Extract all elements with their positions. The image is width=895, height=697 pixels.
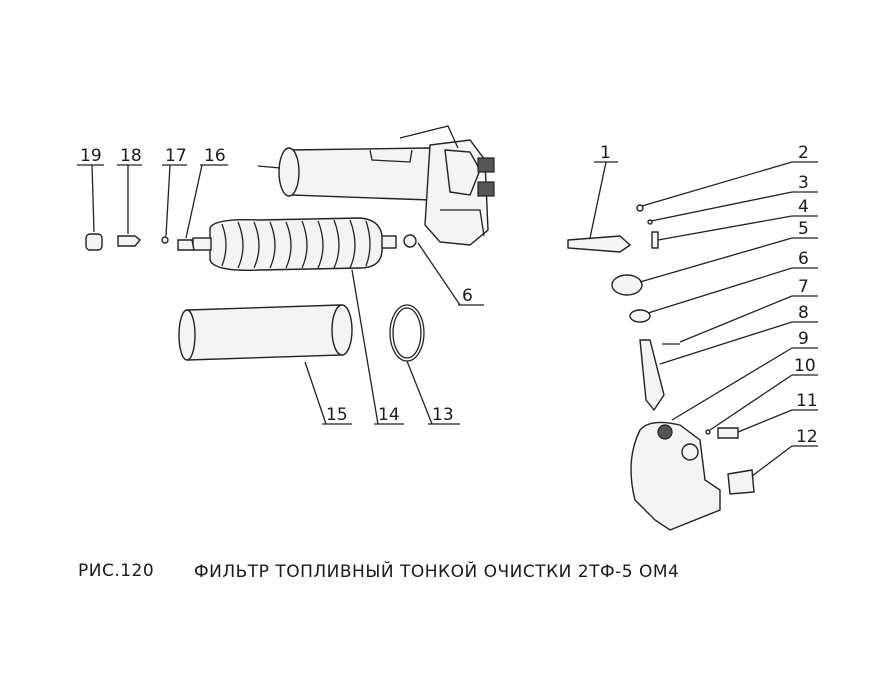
- figure-caption: РИС.120 ФИЛЬТР ТОПЛИВНЫЙ ТОНКОЙ ОЧИСТКИ …: [78, 560, 679, 582]
- callout-12: 12: [796, 427, 818, 447]
- part-6-ring: [403, 234, 417, 248]
- part-6-washer: [629, 309, 651, 323]
- callout-13: 13: [432, 405, 454, 425]
- callout-1: 1: [600, 143, 611, 163]
- callout-7: 7: [798, 277, 809, 297]
- part-2: [636, 204, 644, 212]
- part-9-housing-head: [630, 421, 721, 531]
- callout-6-right: 6: [798, 249, 809, 269]
- callout-5: 5: [798, 219, 809, 239]
- callout-3: 3: [798, 173, 809, 193]
- callout-6-left: 6: [462, 286, 473, 306]
- leader-lines: [77, 161, 818, 477]
- right-parts: [567, 204, 755, 531]
- small-fittings-left: [85, 233, 195, 251]
- callout-11: 11: [796, 391, 818, 411]
- callout-16: 16: [204, 146, 226, 166]
- part-17-washer: [161, 236, 169, 244]
- part-11-screw: [717, 427, 739, 439]
- part-8-valve: [639, 339, 665, 412]
- part-5-plate: [611, 274, 643, 296]
- callout-4: 4: [798, 197, 809, 217]
- callout-18: 18: [120, 146, 142, 166]
- figure-title: ФИЛЬТР ТОПЛИВНЫЙ ТОНКОЙ ОЧИСТКИ 2ТФ-5 ОМ…: [194, 560, 679, 582]
- assembled-filter: [257, 125, 495, 246]
- part-12-fitting: [727, 469, 755, 495]
- callout-2: 2: [798, 143, 809, 163]
- callout-9: 9: [798, 329, 809, 349]
- callout-17: 17: [165, 146, 187, 166]
- callout-19: 19: [80, 146, 102, 166]
- callout-15: 15: [326, 405, 348, 425]
- part-1-lever: [567, 235, 632, 253]
- part-16-bolt: [177, 239, 195, 251]
- callout-14: 14: [378, 405, 400, 425]
- part-4-pin: [651, 231, 659, 249]
- gasket-ring: [389, 304, 425, 362]
- left-callout-labels: 19 18 17 16 6 15 14 13: [80, 146, 473, 425]
- right-callout-labels: 1 2 3 4 5 6 7 8 9 10 11 12: [600, 143, 818, 447]
- figure-number: РИС.120: [78, 561, 154, 581]
- housing-cup: [178, 304, 353, 361]
- callout-8: 8: [798, 303, 809, 323]
- part-19-cap: [85, 233, 103, 251]
- callout-10: 10: [794, 356, 816, 376]
- pleated-filter-element: [192, 217, 397, 271]
- part-18-nipple: [117, 235, 141, 247]
- part-10: [705, 429, 711, 435]
